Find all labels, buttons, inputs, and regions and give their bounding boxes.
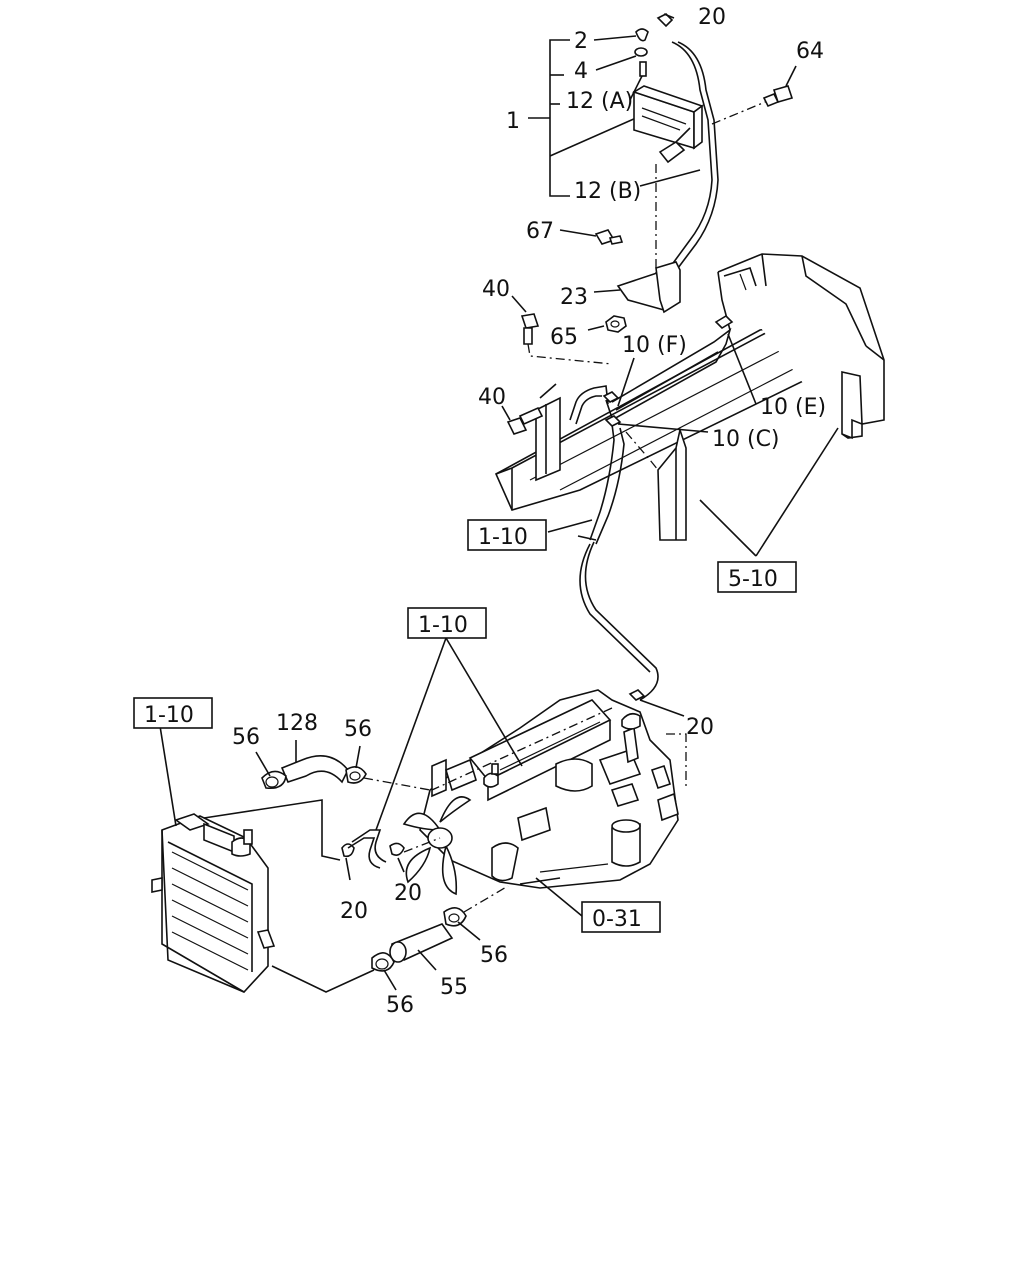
callout-1: 1 xyxy=(506,109,520,134)
svg-text:1-10: 1-10 xyxy=(144,703,194,728)
callout-20-left: 20 xyxy=(340,899,368,924)
callout-10f: 10 (F) xyxy=(622,333,687,358)
ref-box-1-10-radiator: 1-10 xyxy=(133,697,213,729)
callout-128: 128 xyxy=(276,711,318,736)
callout-64: 64 xyxy=(796,39,824,64)
wire-harness xyxy=(501,295,839,701)
callout-2: 2 xyxy=(574,29,588,54)
ref-box-0-31: 0-31 xyxy=(581,901,661,933)
callout-10e: 10 (E) xyxy=(760,395,826,420)
svg-text:5-10: 5-10 xyxy=(728,567,778,592)
callout-40-lower: 40 xyxy=(478,385,506,410)
svg-text:0-31: 0-31 xyxy=(592,907,642,932)
svg-text:1-10: 1-10 xyxy=(418,613,468,638)
reference-boxes: 1-10 5-10 1-10 1-10 0-31 xyxy=(133,519,797,933)
callout-12a: 12 (A) xyxy=(566,89,633,114)
callout-10c: 10 (C) xyxy=(712,427,780,452)
callout-20-right: 20 xyxy=(686,715,714,740)
callout-12b: 12 (B) xyxy=(574,179,641,204)
callout-4: 4 xyxy=(574,59,588,84)
callout-65: 65 xyxy=(550,325,578,350)
callout-56-lower-left: 56 xyxy=(386,993,414,1018)
callout-40-upper: 40 xyxy=(482,277,510,302)
engine-block xyxy=(402,689,687,896)
ref-box-1-10-upper: 1-10 xyxy=(467,519,547,551)
control-module-assembly xyxy=(528,13,797,288)
callout-55: 55 xyxy=(440,975,468,1000)
hoses-and-clamps xyxy=(159,637,685,991)
callout-56-lower-right: 56 xyxy=(480,943,508,968)
bracket-23 xyxy=(559,229,681,333)
callout-labels: 1 2 4 12 (A) 12 (B) 20 64 67 23 40 65 10… xyxy=(232,5,826,1018)
callout-67: 67 xyxy=(526,219,554,244)
callout-56-upper-left: 56 xyxy=(232,725,260,750)
callout-56-upper-right: 56 xyxy=(344,717,372,742)
svg-text:1-10: 1-10 xyxy=(478,525,528,550)
callout-20-center: 20 xyxy=(394,881,422,906)
frame-rail xyxy=(494,253,885,541)
ref-box-1-10-engine: 1-10 xyxy=(407,607,487,639)
callout-20-top: 20 xyxy=(698,5,726,30)
radiator xyxy=(151,799,375,993)
ref-box-5-10: 5-10 xyxy=(717,561,797,593)
callout-23: 23 xyxy=(560,285,588,310)
